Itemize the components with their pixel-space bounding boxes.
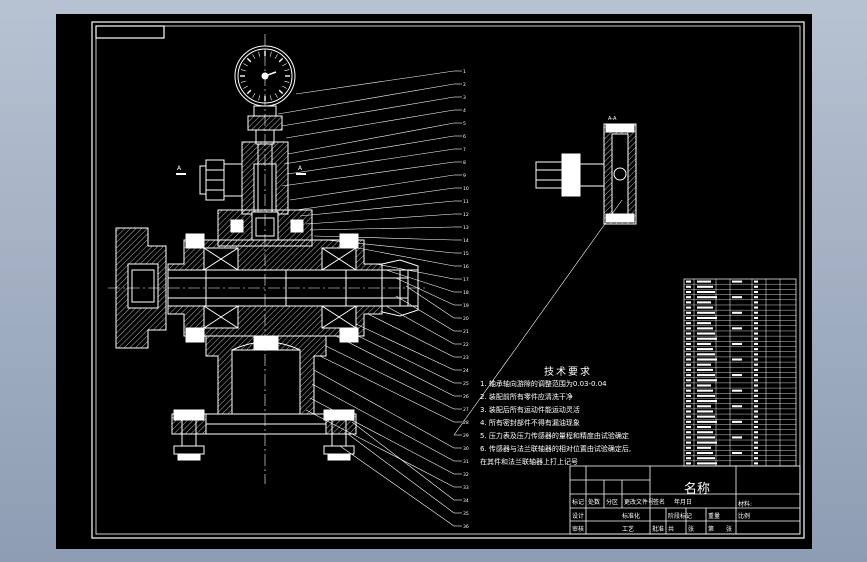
title-block-sign: 签名 xyxy=(653,499,666,506)
leader-lines xyxy=(277,70,623,527)
title-block-review: 审核 xyxy=(572,526,585,533)
balloon-number: 12 xyxy=(463,212,469,218)
balloon-number: 35 xyxy=(463,511,469,517)
detail-label: A-A xyxy=(608,116,617,122)
balloon-number: 27 xyxy=(463,407,469,413)
title-block-date: 年月日 xyxy=(674,499,693,506)
title-block-sheet-unit2: 张 xyxy=(726,526,733,533)
balloon-number: 21 xyxy=(463,329,469,335)
tech-requirements-list: 1. 轴承轴向游隙的调整范围为0.03-0.04 2. 装配前所有零件应清洗干净… xyxy=(480,378,631,469)
tech-item: 6. 传感器与法兰联轴器的相对位置由试验确定后, xyxy=(480,445,632,453)
balloon-number: 18 xyxy=(463,290,469,296)
balloon-number: 19 xyxy=(463,303,469,309)
title-block-design: 设计 xyxy=(572,513,585,520)
title-block-count: 处数 xyxy=(588,499,601,506)
title-block-sheet-no: 第 xyxy=(708,526,715,533)
balloon-number: 9 xyxy=(463,173,466,179)
title-block-weight: 重量 xyxy=(708,513,721,520)
balloon-number: 20 xyxy=(463,316,469,322)
tech-item: 1. 轴承轴向游隙的调整范围为0.03-0.04 xyxy=(480,380,607,388)
title-block-process: 工艺 xyxy=(622,526,635,533)
balloon-number: 13 xyxy=(463,225,469,231)
balloon-number: 7 xyxy=(463,147,466,153)
balloon-number: 33 xyxy=(463,485,469,491)
balloon-number: 14 xyxy=(463,238,469,244)
inner-border xyxy=(95,25,801,535)
balloon-number: 24 xyxy=(463,368,469,374)
section-mark-right: A xyxy=(298,165,303,172)
title-block-approve: 批准 xyxy=(652,526,665,533)
outer-border xyxy=(91,21,805,539)
title-block-material: 材料: xyxy=(738,501,753,508)
title-block-scale: 比例 xyxy=(738,513,751,520)
title-block xyxy=(569,465,801,535)
balloon-number: 26 xyxy=(463,394,469,400)
balloon-number: 17 xyxy=(463,277,469,283)
balloon-number: 34 xyxy=(463,498,469,504)
title-block-name: 名称 xyxy=(684,482,711,497)
title-block-sheet-total: 共 xyxy=(668,526,675,533)
balloon-number: 4 xyxy=(463,108,466,114)
title-block-standardize: 标准化 xyxy=(622,513,641,520)
tech-requirements-title: 技术要求 xyxy=(544,367,592,378)
detail-view: A-A xyxy=(535,116,637,225)
balloon-number: 23 xyxy=(463,355,469,361)
balloon-number: 10 xyxy=(463,186,469,192)
assembly-view xyxy=(108,34,426,484)
balloon-number: 8 xyxy=(463,160,466,166)
balloon-number: 5 xyxy=(463,121,466,127)
cad-drawing: A A A-A 12345678910111213141516171819202… xyxy=(91,21,805,539)
balloon-number: 22 xyxy=(463,342,469,348)
tech-item: 2. 装配前所有零件应清洗干净 xyxy=(480,393,573,401)
balloon-number: 16 xyxy=(463,264,469,270)
balloon-number: 36 xyxy=(463,524,469,530)
balloon-number: 29 xyxy=(463,433,469,439)
section-mark-left: A xyxy=(177,165,182,172)
tech-item: 4. 所有密封部件不得有漏油现象 xyxy=(480,419,580,427)
title-block-zone: 分区 xyxy=(606,499,619,506)
title-block-mark: 标记 xyxy=(572,499,585,506)
balloon-number: 1 xyxy=(463,69,466,75)
balloon-number: 31 xyxy=(463,459,469,465)
balloon-number: 2 xyxy=(463,82,466,88)
drawing-code-box xyxy=(95,25,165,39)
title-block-stage: 阶段标记 xyxy=(668,513,693,520)
title-block-change: 更改文件号 xyxy=(624,499,655,506)
tech-item: 在其件和法兰联轴器上打上记号 xyxy=(480,458,578,466)
balloon-number: 3 xyxy=(463,95,466,101)
balloon-number: 30 xyxy=(463,446,469,452)
tech-item: 3. 装配后所有运动件能运动灵活 xyxy=(480,406,580,414)
balloon-numbers: 1234567891011121314151617181920212223242… xyxy=(463,69,469,530)
balloon-number: 15 xyxy=(463,251,469,257)
section-markers: A A xyxy=(176,165,306,175)
bom-table xyxy=(683,278,797,467)
balloon-number: 32 xyxy=(463,472,469,478)
balloon-number: 6 xyxy=(463,134,466,140)
title-block-sheet-unit: 张 xyxy=(688,526,695,533)
tech-item: 5. 压力表及压力传感器的量程和精度由试验确定 xyxy=(480,432,629,440)
balloon-number: 11 xyxy=(463,199,469,205)
balloon-number: 25 xyxy=(463,381,469,387)
balloon-number: 28 xyxy=(463,420,469,426)
